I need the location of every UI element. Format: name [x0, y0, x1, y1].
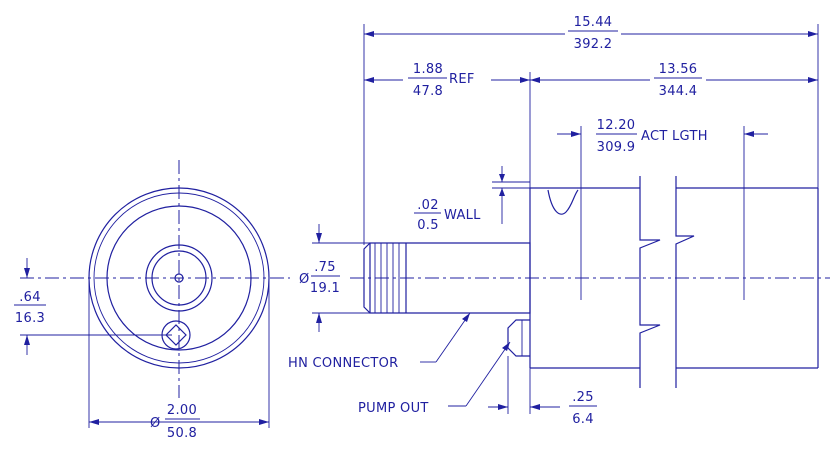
body-mm-text: 344.4: [659, 84, 698, 99]
dia-arrow-left: [89, 419, 99, 425]
overall-mm-text: 392.2: [574, 37, 613, 52]
ref-mm-text: 47.8: [413, 84, 443, 99]
pump-arrow-left: [498, 404, 508, 410]
body-in-text: 13.56: [659, 62, 698, 77]
ref-in-text: 1.88: [413, 62, 443, 77]
overall-arrow-right: [808, 31, 818, 37]
conn-arrow-top: [316, 233, 322, 243]
break-line-left: [639, 176, 661, 388]
pump-leader-arrow: [502, 342, 510, 351]
pump-out-port-symbol: [165, 324, 187, 346]
act-arrow-right: [744, 131, 754, 137]
conn-mm-text: 19.1: [310, 281, 340, 296]
dia-in-text: 2.00: [167, 403, 197, 418]
side-view: 15.44 392.2 1.88 47.8 REF 13.56 344.4 12…: [288, 15, 830, 427]
offset-arrow-bottom: [24, 335, 30, 345]
hn-connector-label: HN CONNECTOR: [288, 356, 399, 371]
pump-arrow-right: [530, 404, 540, 410]
conn-arrow-bottom: [316, 313, 322, 323]
dia-symbol: Ø: [150, 416, 161, 431]
conn-in-text: .75: [314, 260, 336, 275]
overall-label-bg: [565, 18, 621, 50]
pump-out-label: PUMP OUT: [358, 401, 429, 416]
act-arrow-left: [571, 131, 581, 137]
pump-out-tube: [507, 319, 530, 357]
act-suffix: ACT LGTH: [641, 129, 708, 144]
wall-detail-curve: [547, 189, 579, 215]
wall-arrow-top: [499, 174, 505, 182]
offset-arrow-top: [24, 268, 30, 278]
offset-mm-text: 16.3: [15, 311, 45, 326]
wall-suffix: WALL: [444, 208, 481, 223]
wall-mm-text: 0.5: [417, 218, 439, 233]
hn-connector-chamfer: [363, 242, 371, 314]
hn-leader-arrow: [462, 313, 470, 322]
ref-label-bg: [403, 64, 491, 98]
break-line-right: [675, 176, 695, 388]
body-label-bg: [650, 64, 706, 98]
body-arrow-left: [530, 77, 540, 83]
act-in-text: 12.20: [597, 118, 636, 133]
ref-arrow-right: [520, 77, 530, 83]
offset-in-text: .64: [19, 290, 41, 305]
ref-suffix: REF: [449, 72, 475, 87]
end-view: .64 16.3 Ø 2.00 50.8: [14, 160, 290, 441]
wall-arrow-bottom: [499, 188, 505, 196]
pump-mm-text: 6.4: [572, 412, 594, 427]
wall-in-text: .02: [417, 198, 439, 213]
body-arrow-right: [808, 77, 818, 83]
hn-leader-diagonal: [435, 312, 471, 363]
overall-in-text: 15.44: [574, 15, 613, 30]
act-mm-text: 309.9: [597, 140, 636, 155]
dia-arrow-right: [259, 419, 269, 425]
pump-in-text: .25: [572, 390, 594, 405]
dia-mm-text: 50.8: [167, 426, 197, 441]
conn-symbol: Ø: [299, 272, 310, 287]
overall-arrow-left: [364, 31, 374, 37]
ref-arrow-left: [364, 77, 374, 83]
pump-leader-diagonal: [465, 341, 511, 407]
